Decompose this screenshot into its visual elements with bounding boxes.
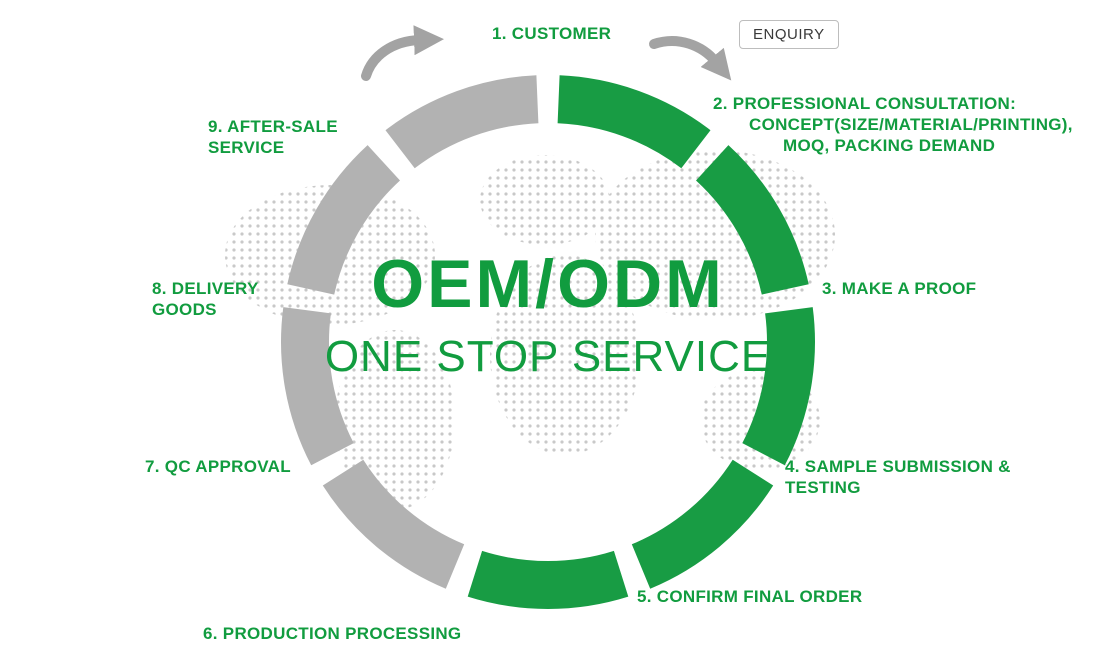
step-label-line: CONCEPT(SIZE/MATERIAL/PRINTING),: [749, 115, 1073, 134]
center-subtitle: ONE STOP SERVICE: [324, 332, 772, 381]
step-label-line: SERVICE: [208, 138, 285, 157]
cycle-arrow-top-right-icon: [649, 36, 732, 81]
step-7-qc-approval: 7. QC APPROVAL: [145, 456, 291, 477]
process-ring: [281, 75, 815, 609]
step-6-production-processing: 6. PRODUCTION PROCESSING: [203, 623, 461, 644]
step-2-professional-consultation: 2. PROFESSIONAL CONSULTATION: CONCEPT(SI…: [713, 93, 1073, 156]
step-label: 8. DELIVERY: [152, 279, 259, 298]
center-title: OEM/ODM: [371, 246, 725, 322]
step-9-after-sale-service: 9. AFTER-SALE SERVICE: [208, 116, 338, 158]
ring-segment-3: [742, 307, 815, 466]
step-label: 1. CUSTOMER: [492, 24, 612, 43]
ring-segment-8: [287, 145, 400, 295]
ring-segment-1: [557, 75, 711, 169]
center-text: OEM/ODM ONE STOP SERVICE: [325, 248, 771, 380]
step-label-line: TESTING: [785, 478, 861, 497]
step-4-sample-submission: 4. SAMPLE SUBMISSION & TESTING: [785, 456, 1011, 498]
step-label: 7. QC APPROVAL: [145, 457, 291, 476]
ring-segment-2: [696, 145, 809, 295]
ring-segment-9: [385, 75, 539, 169]
step-label: 3. MAKE A PROOF: [822, 279, 977, 298]
world-map-dots: [225, 150, 835, 510]
step-5-confirm-final-order: 5. CONFIRM FINAL ORDER: [637, 586, 862, 607]
step-label: 6. PRODUCTION PROCESSING: [203, 624, 462, 643]
step-8-delivery-goods: 8. DELIVERY GOODS: [152, 278, 259, 320]
step-label: 4. SAMPLE SUBMISSION &: [785, 457, 1011, 476]
step-label: 9. AFTER-SALE: [208, 117, 338, 136]
step-label-line: GOODS: [152, 300, 217, 319]
ring-segment-6: [322, 459, 465, 589]
ring-segment-7: [281, 307, 354, 466]
enquiry-button[interactable]: ENQUIRY: [739, 20, 839, 49]
ring-segment-4: [631, 459, 774, 589]
step-label: 2. PROFESSIONAL CONSULTATION:: [713, 94, 1017, 113]
step-3-make-a-proof: 3. MAKE A PROOF: [822, 278, 976, 299]
step-1-customer: 1. CUSTOMER: [492, 23, 611, 44]
step-label-line: MOQ, PACKING DEMAND: [783, 136, 996, 155]
step-label: 5. CONFIRM FINAL ORDER: [637, 587, 863, 606]
ring-segment-5: [467, 550, 629, 609]
cycle-arrow-top-left-icon: [361, 25, 444, 81]
